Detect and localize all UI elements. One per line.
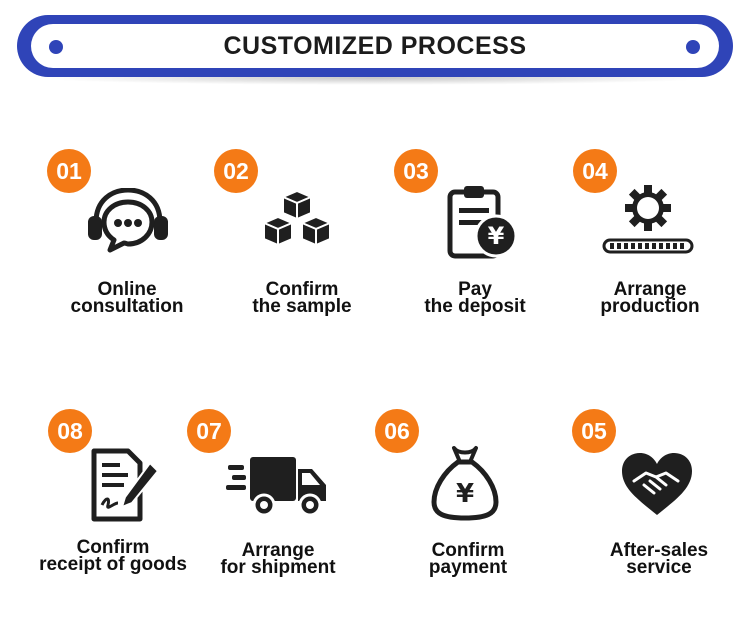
step-label-line2: for shipment <box>220 557 336 578</box>
step-label-line2: consultation <box>70 296 184 317</box>
svg-text:¥: ¥ <box>456 479 474 509</box>
banner-inner <box>31 24 719 68</box>
banner-frame: CUSTOMIZED PROCESS <box>17 15 733 77</box>
step-label: Confirm payment <box>378 540 558 578</box>
step-label: Confirm the sample <box>212 279 392 317</box>
step-number-badge: 07 <box>187 409 231 453</box>
banner-dot-left <box>49 40 63 54</box>
step-label-line2: service <box>626 557 692 578</box>
step-label-line1: Online <box>97 279 157 300</box>
step-label-line1: Confirm <box>76 537 150 558</box>
page-title: CUSTOMIZED PROCESS <box>223 32 527 60</box>
delivery-truck-icon <box>226 457 326 517</box>
step-label: Online consultation <box>37 279 217 317</box>
gear-progress-icon <box>602 185 694 254</box>
step-number-badge: 02 <box>214 149 258 193</box>
step-label-line1: After-sales <box>609 540 709 561</box>
step-number-badge: 03 <box>394 149 438 193</box>
signed-document-icon <box>91 448 159 522</box>
step-label-line1: Confirm <box>265 279 339 300</box>
step-label-line1: Arrange <box>613 279 687 300</box>
step-label-line2: production <box>600 296 700 317</box>
step-label-line2: payment <box>428 557 508 578</box>
svg-text:¥: ¥ <box>488 222 505 250</box>
step-label-line1: Confirm <box>431 540 505 561</box>
step-number-badge: 04 <box>573 149 617 193</box>
step-label: Confirm receipt of goods <box>23 537 203 575</box>
step-number-badge: 06 <box>375 409 419 453</box>
step-label-line2: the deposit <box>424 296 526 317</box>
clipboard-yen-icon: ¥ <box>447 186 518 259</box>
banner-dot-right <box>686 40 700 54</box>
headset-chat-icon <box>88 188 168 253</box>
boxes-icon <box>263 190 331 246</box>
money-bag-yen-icon: ¥ <box>431 446 499 521</box>
step-label-line2: the sample <box>252 296 352 317</box>
step-label-line1: Pay <box>458 279 492 300</box>
step-label: Pay the deposit <box>385 279 565 317</box>
step-number-badge: 01 <box>47 149 91 193</box>
step-label: Arrange for shipment <box>188 540 368 578</box>
step-number-badge: 05 <box>572 409 616 453</box>
header-banner: CUSTOMIZED PROCESS <box>17 15 733 85</box>
step-number-badge: 08 <box>48 409 92 453</box>
step-label: After-sales service <box>569 540 749 578</box>
handshake-heart-icon <box>622 453 692 515</box>
step-label-line1: Arrange <box>241 540 315 561</box>
step-label-line2: receipt of goods <box>39 554 187 575</box>
step-label: Arrange production <box>560 279 740 317</box>
